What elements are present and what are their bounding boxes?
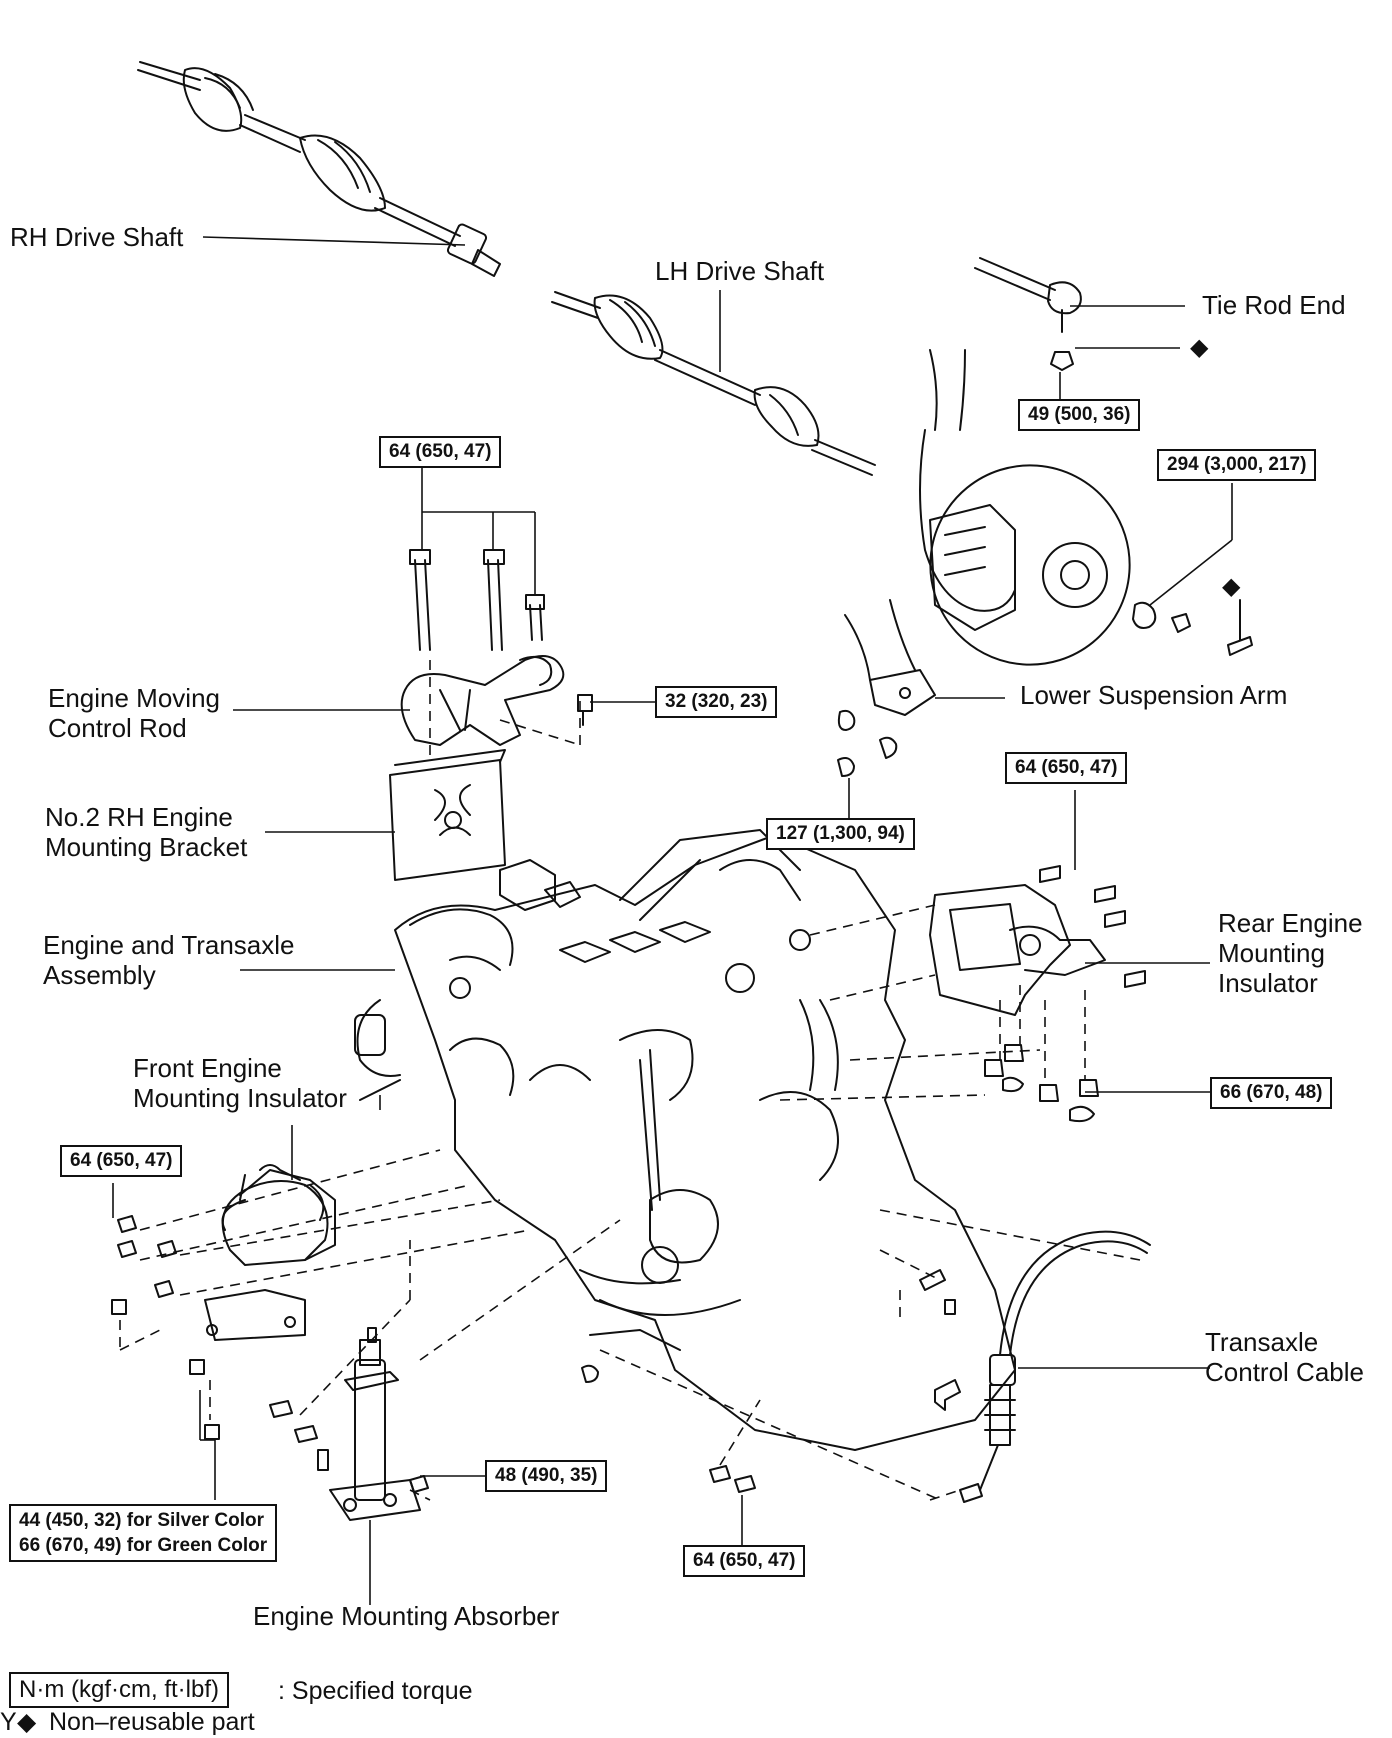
lower-suspension-arm-label: Lower Suspension Arm [1020,680,1288,710]
non-reusable-marker-hub: ◆ [1222,573,1241,600]
torque-silver-green: 44 (450, 32) for Silver Color 66 (670, 4… [9,1504,278,1562]
non-reusable-marker-tie-rod: ◆ [1190,334,1209,361]
engine-transaxle-label-line1: Engine and Transaxle [43,930,295,960]
torque-silver-line: 44 (450, 32) for Silver Color [19,1510,264,1531]
legend-prefix: Y [0,1708,17,1736]
transaxle-cable-label-line1: Transaxle [1205,1327,1319,1357]
rear-engine-mounting-insulator-drawing [929,865,1146,1123]
rear-insulator-label-line3: Insulator [1218,968,1318,998]
torque-green-line: 66 (670, 49) for Green Color [19,1535,268,1556]
legend-unit-box: N·m (kgf·cm, ft·lbf) [9,1672,229,1708]
rh-engine-mounting-bracket-drawing [389,749,506,881]
torque-rod-bolt: 32 (320, 23) [655,686,778,718]
front-insulator-label-line1: Front Engine [133,1053,282,1083]
steering-knuckle-drawing [919,257,1253,666]
leader-lines [112,236,1233,1605]
torque-front-left: 64 (650, 47) [60,1145,183,1177]
rh-bracket-label-line2: Mounting Bracket [45,832,248,862]
torque-absorber-bolt: 48 (490, 35) [485,1460,608,1492]
engine-transaxle-label-line2: Assembly [43,960,156,990]
torque-rod-top: 64 (650, 47) [379,436,502,468]
alignment-dashes [119,660,1141,1501]
rear-insulator-label-line2: Mounting [1218,938,1325,968]
legend-diamond: ◆ [17,1708,37,1736]
engine-moving-control-rod-drawing [400,549,593,746]
lower-suspension-arm-drawing [837,599,936,777]
engine-moving-control-rod-label-line1: Engine Moving [48,683,220,713]
tie-rod-end-label: Tie Rod End [1202,290,1346,320]
legend-specified-torque: : Specified torque [278,1677,473,1705]
engine-moving-control-rod-label-line2: Control Rod [48,713,187,743]
torque-rear-top: 64 (650, 47) [1005,752,1128,784]
rh-drive-shaft-label: RH Drive Shaft [10,222,184,252]
transaxle-control-cable-drawing [709,1230,1151,1503]
front-engine-mounting-insulator-drawing [111,1164,336,1440]
rh-bracket-label-line1: No.2 RH Engine [45,802,233,832]
legend-non-reusable: Non–reusable part [49,1708,255,1736]
engine-mounting-absorber-label: Engine Mounting Absorber [253,1601,560,1631]
torque-hub-nut: 294 (3,000, 217) [1157,449,1317,481]
engine-mounting-absorber-drawing [269,1327,429,1521]
torque-bottom-center: 64 (650, 47) [683,1545,806,1577]
engine-transaxle-assembly-drawing [354,829,1016,1451]
transaxle-cable-label-line2: Control Cable [1205,1357,1364,1387]
torque-rear-bottom: 66 (670, 48) [1210,1077,1333,1109]
torque-tie-rod: 49 (500, 36) [1018,399,1141,431]
lh-drive-shaft-drawing [551,291,876,476]
lh-drive-shaft-label: LH Drive Shaft [655,256,825,286]
rh-drive-shaft-drawing [137,61,501,277]
front-insulator-label-line2: Mounting Insulator [133,1083,347,1113]
torque-lower-arm: 127 (1,300, 94) [766,818,915,850]
rear-insulator-label-line1: Rear Engine [1218,908,1363,938]
